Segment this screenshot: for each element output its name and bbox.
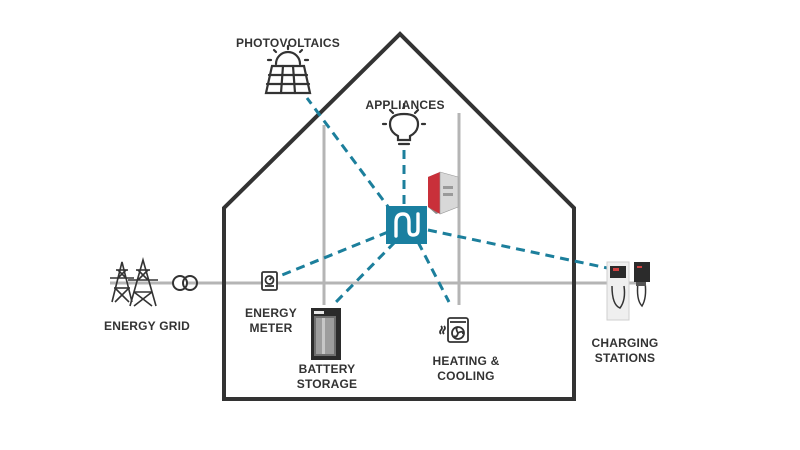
energy-meter-label: ENERGY METER — [238, 306, 304, 336]
battery-storage-label-line1: BATTERY — [298, 362, 356, 376]
charging-stations-label-line2: STATIONS — [594, 351, 656, 365]
heating-cooling-label-line2: COOLING — [437, 369, 495, 383]
link-photovoltaics — [305, 97, 394, 213]
charging-station-icon — [606, 261, 650, 321]
energy-meter-label-line1: ENERGY — [245, 306, 297, 320]
appliances-label-text: APPLIANCES — [365, 98, 445, 112]
charging-stations-label-line1: CHARGING — [591, 336, 659, 350]
house-outline — [222, 31, 576, 401]
light-bulb-icon — [381, 102, 427, 146]
link-heating — [416, 241, 451, 303]
link-charging — [427, 228, 613, 271]
battery-icon — [311, 308, 341, 360]
photovoltaics-label: PHOTOVOLTAICS — [226, 36, 350, 51]
solar-panel-icon — [264, 44, 312, 95]
energy-grid-label: ENERGY GRID — [92, 319, 202, 334]
heating-cooling-label: HEATING & COOLING — [424, 354, 508, 384]
power-lines — [110, 113, 640, 305]
charging-stations-label: CHARGING STATIONS — [580, 336, 670, 366]
data-links — [281, 97, 613, 304]
transformer-icon — [172, 275, 198, 291]
energy-meter-label-line2: METER — [249, 321, 293, 335]
hub-logo-icon — [386, 206, 427, 244]
photovoltaics-label-text: PHOTOVOLTAICS — [236, 36, 340, 50]
battery-storage-label-line2: STORAGE — [296, 377, 358, 391]
heating-cooling-label-line1: HEATING & — [432, 354, 500, 368]
heater-fan-icon — [439, 317, 469, 343]
link-energy-meter — [281, 230, 389, 277]
appliances-label: APPLIANCES — [360, 98, 450, 113]
controller-device-icon — [428, 171, 459, 215]
energy-meter-icon — [261, 271, 278, 291]
battery-storage-label: BATTERY STORAGE — [290, 362, 364, 392]
energy-grid-label-text: ENERGY GRID — [104, 319, 190, 333]
power-tower-icon — [110, 257, 158, 307]
